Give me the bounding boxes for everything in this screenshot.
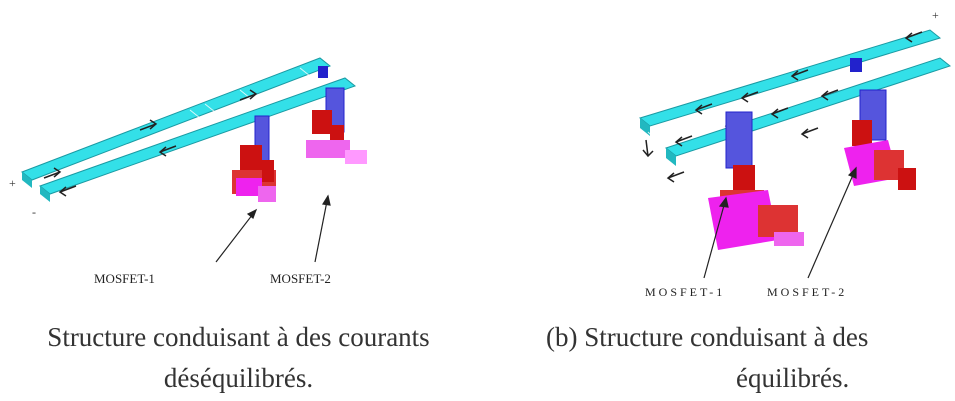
busbar-top: [21, 57, 331, 188]
figure-b: + MOSFET-1 MOSFET-2 (b) Structure condui…: [478, 0, 955, 401]
mosfet1-assembly: [232, 115, 276, 202]
minus-sign: -: [32, 205, 36, 219]
mosfet2-assembly: [306, 66, 367, 164]
busbar-top: [638, 29, 942, 136]
busbar-bottom: [38, 77, 357, 202]
mosfet1-label: MOSFET-1: [645, 285, 726, 299]
label-pointers: [215, 194, 331, 263]
mosfet2-label: MOSFET-2: [767, 285, 848, 299]
caption-a: Structure conduisant à des courants désé…: [0, 317, 477, 399]
figure-a-drawing: [21, 57, 367, 263]
current-arrows: [43, 89, 258, 197]
caption-line2: déséquilibrés.: [163, 363, 314, 393]
busbar-hatch: [647, 61, 889, 141]
figure-a: + - MOSFET-1 MOSFET-2 Structure conduisa…: [0, 0, 477, 401]
caption-b: (b) Structure conduisant à des équilibré…: [546, 317, 955, 399]
caption-line2: équilibrés.: [736, 363, 850, 393]
label-pointers: [703, 166, 857, 279]
caption-line1: (b) Structure conduisant à des: [546, 322, 869, 352]
plus-sign: +: [9, 176, 16, 190]
plus-sign: +: [932, 8, 939, 22]
caption-line1: Structure conduisant à des courants: [47, 322, 430, 352]
mosfet1-label: MOSFET-1: [94, 271, 155, 286]
busbar-hatch: [189, 67, 311, 119]
mosfet2-label: MOSFET-2: [270, 271, 331, 286]
figure-b-drawing: [638, 29, 952, 279]
mosfet2-assembly: [844, 58, 916, 190]
